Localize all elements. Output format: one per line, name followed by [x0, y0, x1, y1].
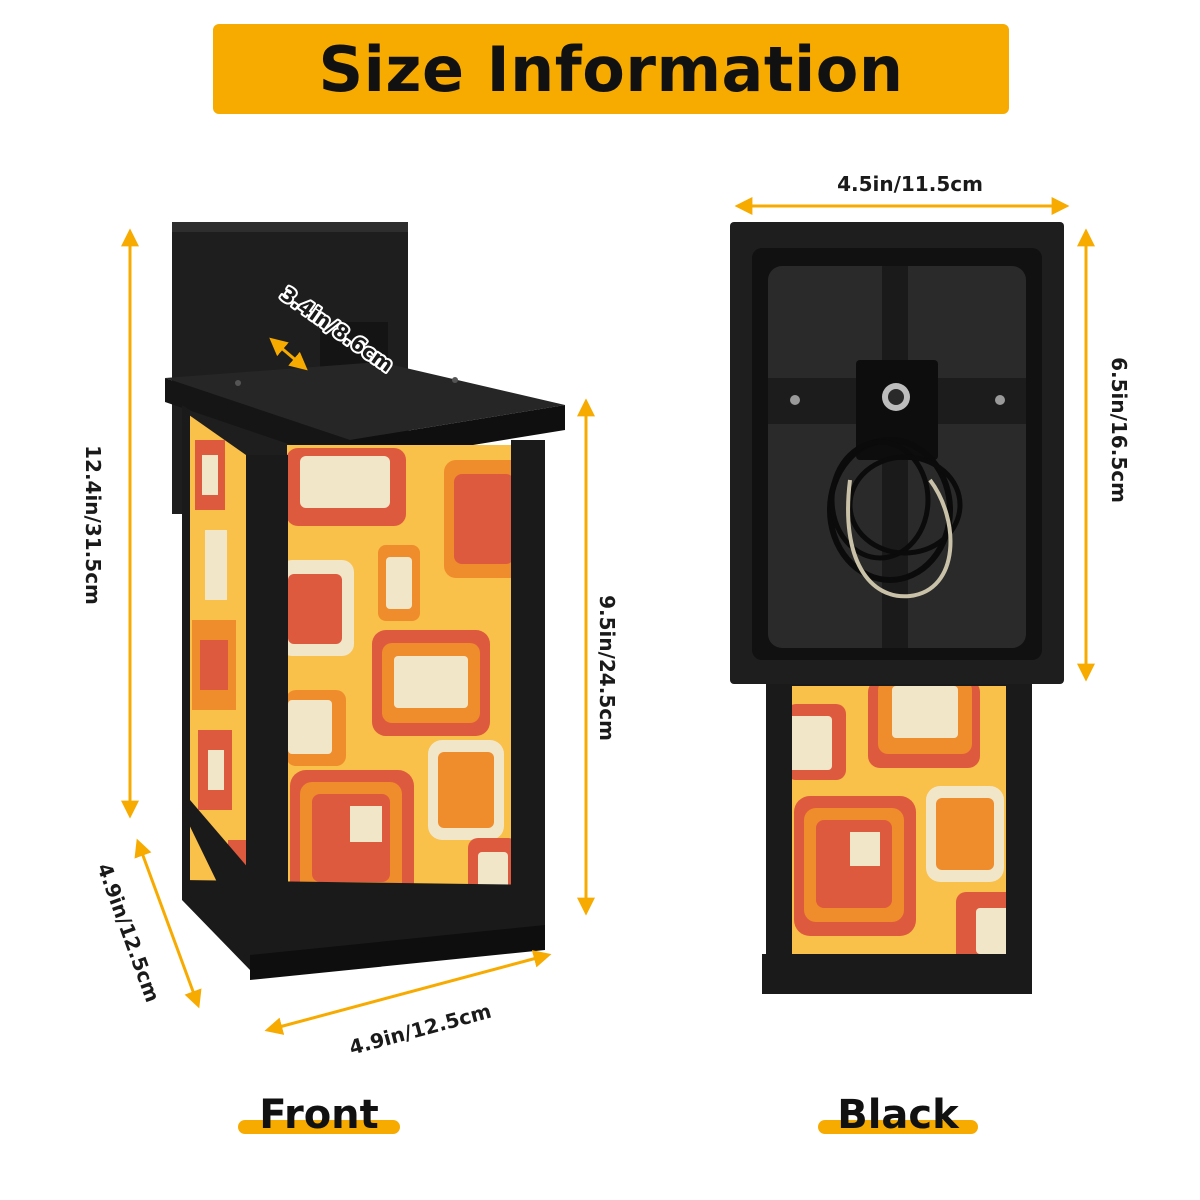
- front-panel-pattern: [287, 445, 511, 953]
- dimension-arrows: [121, 197, 1095, 1035]
- back-base: [762, 954, 1032, 994]
- caption-back: Black: [818, 1092, 978, 1138]
- back-lantern: [730, 222, 1064, 994]
- caption-front: Front: [238, 1092, 400, 1138]
- arrow-bracket-depth: [269, 337, 308, 371]
- arrow-front-width: [264, 950, 552, 1035]
- front-right-post: [511, 440, 545, 940]
- label-total-height: 12.4in/31.5cm: [81, 445, 105, 605]
- page-title: Size Information: [318, 32, 904, 106]
- caption-front-underline: [238, 1120, 400, 1134]
- front-lantern: [165, 222, 565, 980]
- back-panel-pattern: [792, 686, 1006, 954]
- label-front-width: 4.9in/12.5cm: [347, 999, 494, 1060]
- wire-bundle: [827, 437, 963, 599]
- label-back-height: 6.5in/16.5cm: [1107, 357, 1131, 503]
- caption-front-label: Front: [259, 1092, 379, 1138]
- front-left-post: [246, 455, 288, 955]
- title-banner: Size Information: [213, 24, 1009, 114]
- label-back-width: 4.5in/11.5cm: [837, 172, 983, 196]
- arrow-side-width: [134, 838, 202, 1009]
- caption-back-label: Black: [837, 1092, 959, 1138]
- caption-back-underline: [818, 1120, 978, 1134]
- label-panel-height: 9.5in/24.5cm: [595, 595, 619, 741]
- top-cap: [165, 362, 565, 440]
- front-base: [182, 880, 545, 970]
